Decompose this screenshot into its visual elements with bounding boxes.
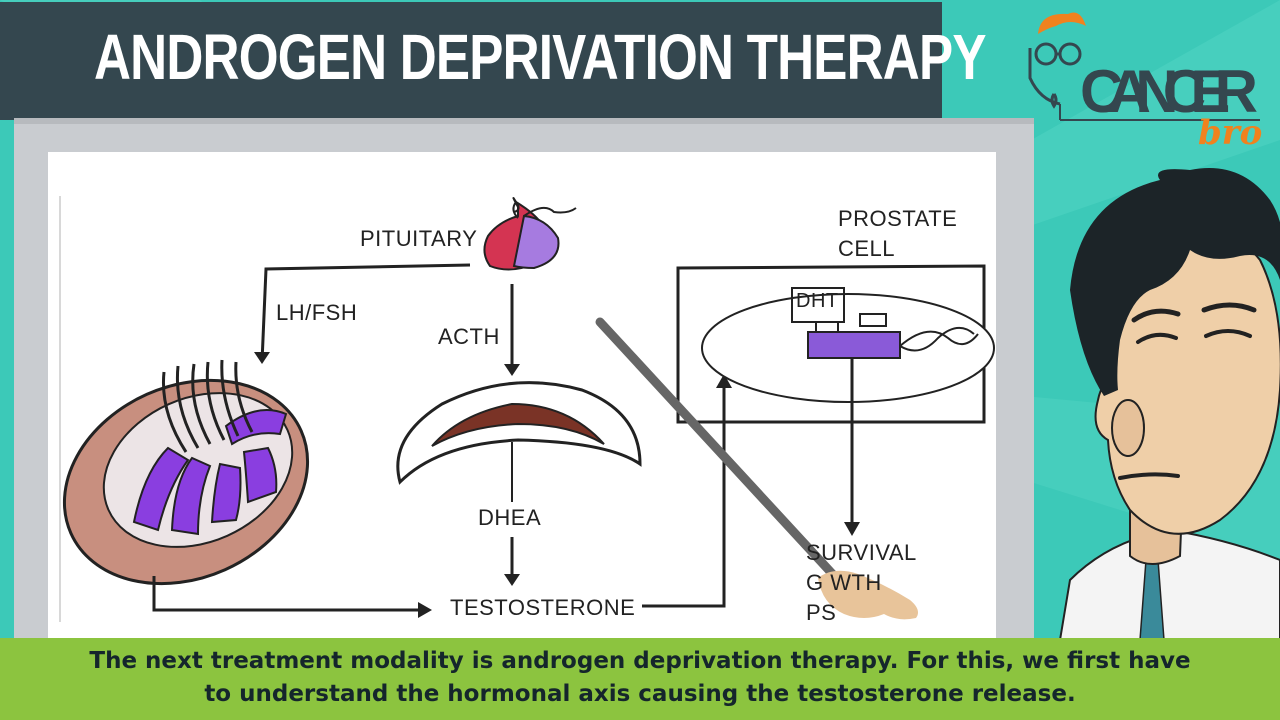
label-dht: DHT (796, 290, 839, 312)
title-banner: ANDROGEN DEPRIVATION THERAPY (0, 2, 986, 120)
logo-word: CANCER (1080, 58, 1258, 125)
testis-icon (62, 359, 310, 586)
label-lh-fsh: LH/FSH (276, 300, 358, 325)
label-survival: SURVIVAL (806, 540, 917, 565)
caption-bar: The next treatment modality is androgen … (0, 638, 1280, 720)
caption-line-1: The next treatment modality is androgen … (89, 648, 1191, 674)
label-acth: ACTH (438, 324, 500, 349)
logo-sub: bro (1198, 113, 1262, 153)
label-dhea: DHEA (478, 505, 542, 530)
label-psa: PS (806, 600, 837, 625)
caption-line-2: to understand the hormonal axis causing … (204, 681, 1076, 707)
pointer-stick (595, 317, 843, 585)
cancerbro-logo: CANCER bro (1020, 4, 1275, 154)
label-cell: CELL (838, 236, 896, 261)
label-pituitary: PITUITARY (360, 226, 478, 251)
label-testosterone: TESTOSTERONE (450, 595, 636, 620)
hormonal-axis-diagram (59, 196, 995, 622)
prostate-cell-icon (676, 264, 995, 424)
hand-icon (818, 570, 918, 620)
pituitary-icon (483, 197, 577, 271)
page-title: ANDROGEN DEPRIVATION THERAPY (94, 21, 986, 93)
label-growth: G WTH (806, 570, 882, 595)
presenter-character (1058, 168, 1280, 640)
logo-mascot-icon: CANCER bro (1028, 12, 1262, 153)
label-prostate: PROSTATE (838, 206, 958, 231)
adrenal-gland-icon (396, 381, 642, 485)
caption-text: The next treatment modality is androgen … (10, 645, 1270, 711)
